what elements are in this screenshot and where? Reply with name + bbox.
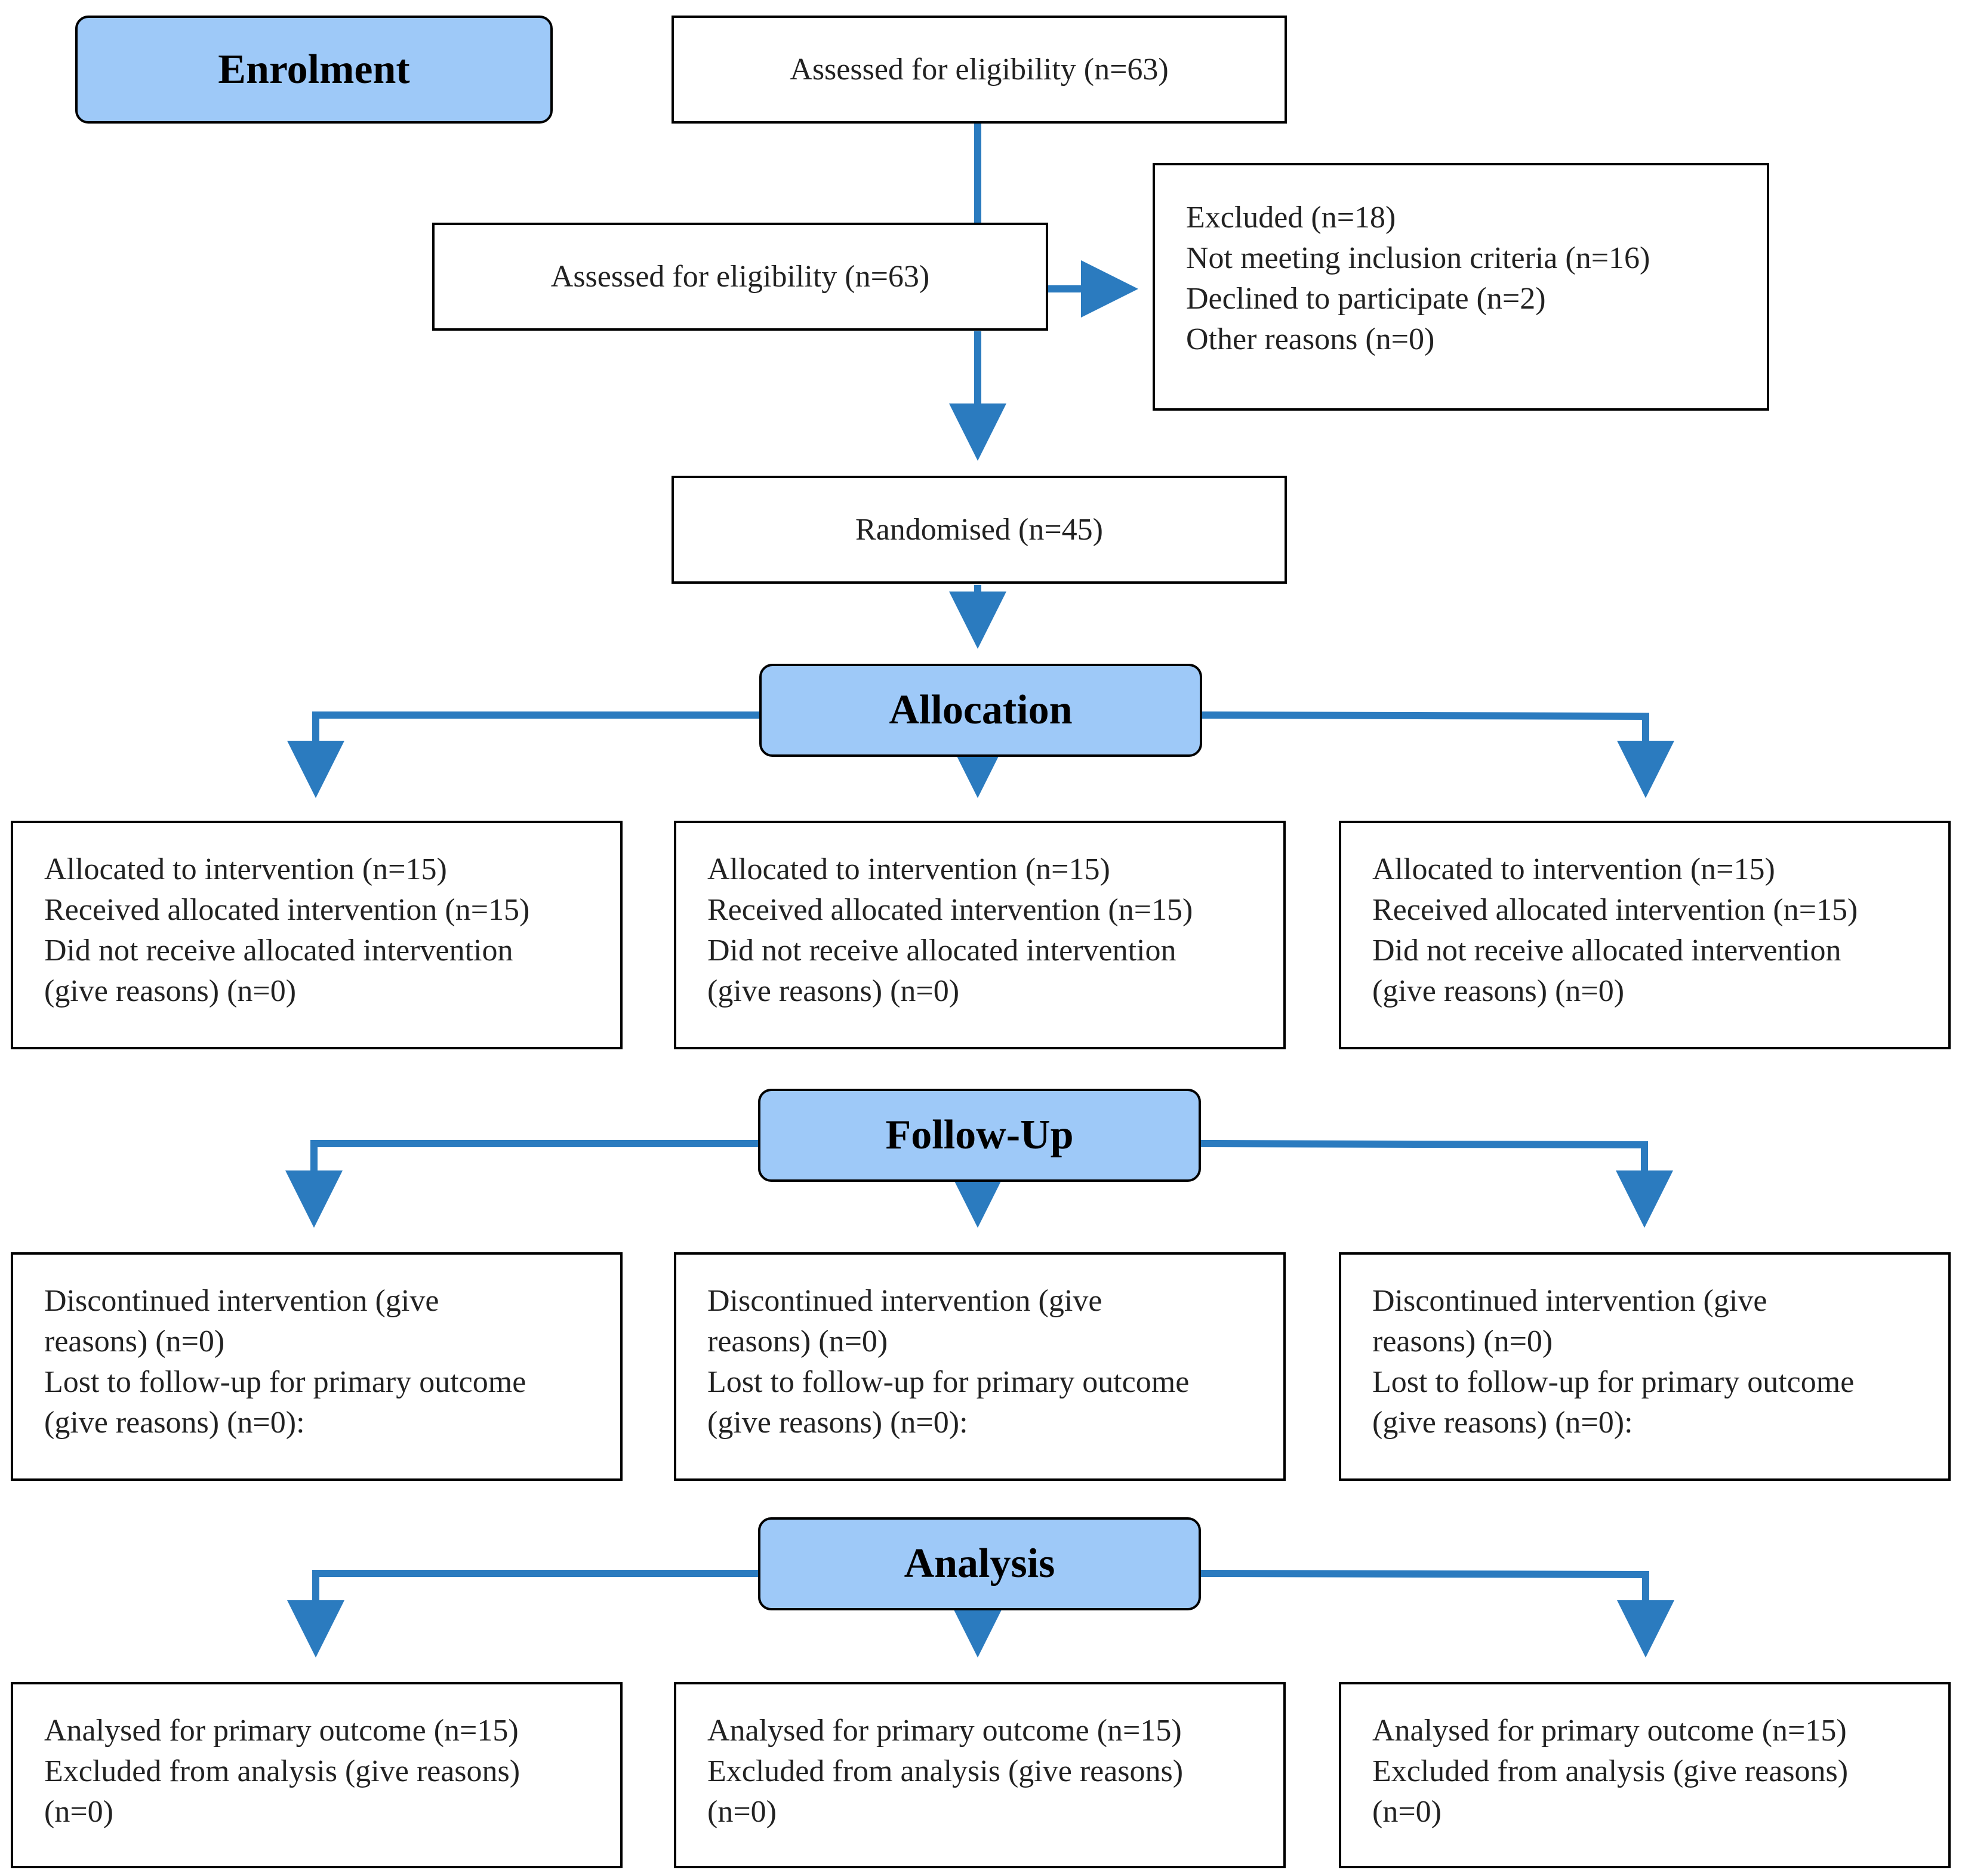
box-line: Lost to follow-up for primary outcome: [1372, 1365, 1855, 1399]
assessed-top-box: Assessed for eligibility (n=63): [672, 16, 1287, 124]
arrow-allocation-left: [287, 711, 759, 798]
box-line: (give reasons) (n=0): [707, 974, 960, 1008]
box-line: Excluded from analysis (give reasons): [707, 1754, 1184, 1788]
box-line: Did not receive allocated intervention: [707, 934, 1176, 968]
box-line: Allocated to intervention (n=15): [44, 852, 447, 886]
box-line: Allocated to intervention (n=15): [707, 852, 1110, 886]
stage-enrolment: Enrolment: [75, 16, 553, 124]
box-line: Analysed for primary outcome (n=15): [44, 1714, 519, 1748]
allocation-box-1: Allocated to intervention (n=15) Receive…: [11, 821, 623, 1049]
follow-up-box-3: Discontinued intervention (give reasons)…: [1339, 1252, 1951, 1481]
arrow-analysis-right: [1199, 1570, 1674, 1658]
follow-up-box-1: Discontinued intervention (give reasons)…: [11, 1252, 623, 1481]
arrow-allocation-right: [1200, 711, 1674, 798]
arrow-followup-right: [1199, 1140, 1673, 1228]
box-line: Excluded from analysis (give reasons): [1372, 1754, 1849, 1788]
box-line: Received allocated intervention (n=15): [44, 893, 530, 927]
follow-up-box-2: Discontinued intervention (give reasons)…: [674, 1252, 1286, 1481]
box-line: (n=0): [44, 1795, 113, 1829]
box-line: (n=0): [707, 1795, 777, 1829]
randomised-box: Randomised (n=45): [672, 476, 1287, 584]
excluded-line: Excluded (n=18): [1186, 201, 1396, 235]
stage-analysis: Analysis: [758, 1517, 1201, 1610]
assessed-mid-box: Assessed for eligibility (n=63): [432, 223, 1048, 331]
excluded-line: Other reasons (n=0): [1186, 322, 1435, 356]
box-line: Lost to follow-up for primary outcome: [44, 1365, 526, 1399]
box-line: Allocated to intervention (n=15): [1372, 852, 1775, 886]
stage-allocation: Allocation: [759, 664, 1202, 757]
box-line: reasons) (n=0): [1372, 1324, 1553, 1359]
arrow-followup-left: [285, 1140, 758, 1228]
box-line: reasons) (n=0): [707, 1324, 888, 1359]
box-line: Did not receive allocated intervention: [1372, 934, 1841, 968]
box-line: Received allocated intervention (n=15): [1372, 893, 1858, 927]
arrow-analysis-left: [287, 1570, 758, 1658]
box-line: Analysed for primary outcome (n=15): [707, 1714, 1182, 1748]
analysis-box-1: Analysed for primary outcome (n=15) Excl…: [11, 1682, 623, 1868]
excluded-line: Declined to participate (n=2): [1186, 282, 1546, 316]
box-line: Lost to follow-up for primary outcome: [707, 1365, 1190, 1399]
box-line: (give reasons) (n=0): [44, 974, 297, 1008]
box-line: Analysed for primary outcome (n=15): [1372, 1714, 1847, 1748]
box-line: Discontinued intervention (give: [1372, 1284, 1767, 1318]
excluded-line: Not meeting inclusion criteria (n=16): [1186, 241, 1650, 275]
box-line: (give reasons) (n=0):: [1372, 1406, 1633, 1440]
box-line: (give reasons) (n=0):: [707, 1406, 968, 1440]
analysis-box-2: Analysed for primary outcome (n=15) Excl…: [674, 1682, 1286, 1868]
box-line: reasons) (n=0): [44, 1324, 225, 1359]
allocation-box-2: Allocated to intervention (n=15) Receive…: [674, 821, 1286, 1049]
box-line: (n=0): [1372, 1795, 1442, 1829]
excluded-box: Excluded (n=18) Not meeting inclusion cr…: [1153, 163, 1769, 411]
box-line: Discontinued intervention (give: [44, 1284, 439, 1318]
allocation-box-3: Allocated to intervention (n=15) Receive…: [1339, 821, 1951, 1049]
analysis-box-3: Analysed for primary outcome (n=15) Excl…: [1339, 1682, 1951, 1868]
box-line: Excluded from analysis (give reasons): [44, 1754, 520, 1788]
stage-follow-up: Follow-Up: [758, 1089, 1201, 1182]
box-line: Did not receive allocated intervention: [44, 934, 513, 968]
box-line: (give reasons) (n=0):: [44, 1406, 305, 1440]
box-line: (give reasons) (n=0): [1372, 974, 1625, 1008]
box-line: Discontinued intervention (give: [707, 1284, 1102, 1318]
box-line: Received allocated intervention (n=15): [707, 893, 1193, 927]
